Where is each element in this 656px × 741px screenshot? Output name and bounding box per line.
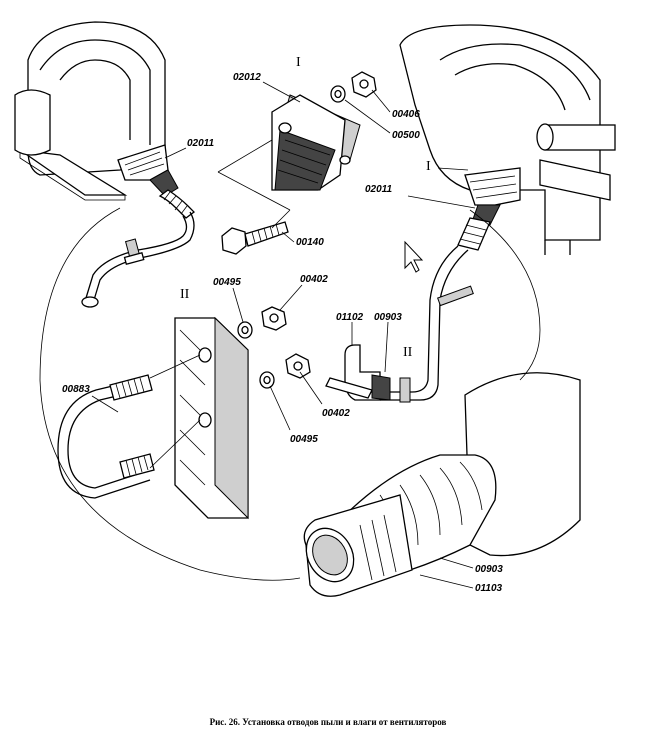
washer-00495-bottom (259, 371, 275, 389)
elbow-01102 (325, 344, 391, 401)
left-fan-housing (14, 21, 166, 201)
view-marker-I-top: I (296, 55, 301, 70)
detail-I-leader (217, 139, 291, 229)
label-01102: 01102 (336, 312, 364, 323)
right-drain-pipe (380, 217, 491, 403)
nut-00402-top (261, 306, 287, 331)
right-fan-housing (399, 24, 616, 255)
left-outlet-funnel (117, 144, 179, 197)
label-00500: 00500 (392, 130, 420, 141)
left-drain-pipe (81, 189, 195, 308)
figure-caption: Рис. 26. Установка отводов пыли и влаги … (209, 717, 447, 727)
u-bolt-00883 (57, 374, 155, 499)
detail-I-bracket (271, 94, 361, 191)
view-marker-II-left: II (180, 287, 190, 302)
view-marker-I-right: I (426, 159, 431, 174)
detail-circle-arc-left (39, 207, 301, 581)
label-02011-left: 02011 (187, 138, 215, 149)
label-01103: 01103 (475, 583, 503, 594)
label-00495-bottom: 00495 (290, 434, 318, 445)
label-00883: 00883 (62, 384, 90, 395)
label-00903-bottom: 00903 (475, 564, 503, 575)
label-00402-bottom: 00402 (322, 408, 350, 419)
label-00402-top: 00402 (300, 274, 328, 285)
label-00406: 00406 (392, 109, 420, 120)
right-outlet-funnel (464, 167, 521, 226)
label-02011-right: 02011 (365, 184, 393, 195)
bolt-00140 (221, 221, 289, 255)
detail-circle-arc-right (469, 209, 541, 381)
washer-00500 (330, 85, 346, 103)
label-leaders (91, 81, 476, 589)
label-00140: 00140 (296, 237, 324, 248)
label-02012: 02012 (233, 72, 261, 83)
label-00495-top: 00495 (213, 277, 241, 288)
hose-connection-enlarged (303, 372, 581, 597)
mouse-cursor-icon (404, 240, 424, 273)
view-marker-II-right: II (403, 345, 413, 360)
label-00903-top: 00903 (374, 312, 402, 323)
washer-00495-top (237, 321, 253, 339)
plate-detail-II (174, 316, 249, 520)
nut-00402-bottom (285, 353, 311, 379)
nut-00406 (351, 71, 377, 98)
u-bolt-leaders (149, 354, 201, 469)
